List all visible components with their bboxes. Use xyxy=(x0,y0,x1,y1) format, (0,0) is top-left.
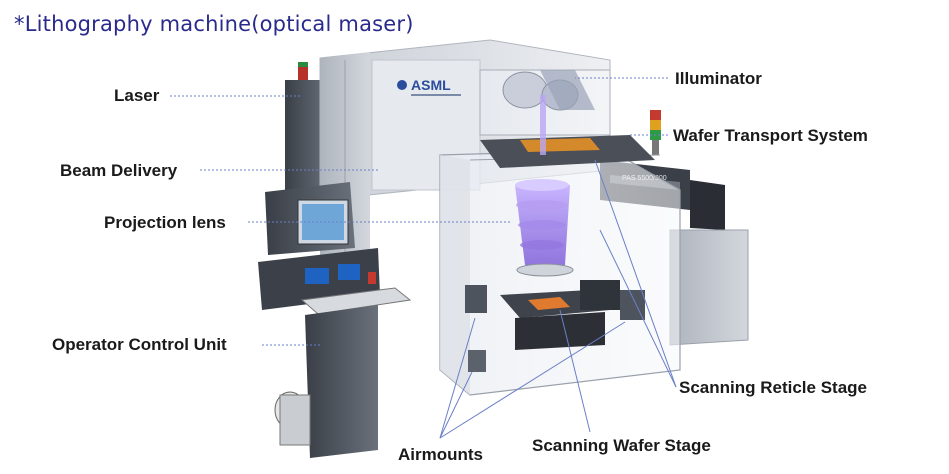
label-operator-control-unit: Operator Control Unit xyxy=(52,335,227,354)
leader-line-reticle-stage-2 xyxy=(599,229,677,388)
leader-line-airmount-2 xyxy=(439,321,626,439)
leader-line-reticle-stage xyxy=(594,159,677,388)
page-title: *Lithography machine(optical maser) xyxy=(14,12,414,36)
wafer-stage xyxy=(500,280,620,350)
label-projection-lens: Projection lens xyxy=(104,213,226,232)
label-scanning-wafer-stage: Scanning Wafer Stage xyxy=(532,436,711,455)
asml-logo: ASML xyxy=(397,77,461,96)
leader-line-airmount-1 xyxy=(439,317,476,439)
signal-tower xyxy=(650,110,661,155)
operator-console xyxy=(258,182,412,458)
label-illuminator: Illuminator xyxy=(675,69,762,88)
label-wafer-transport-system: Wafer Transport System xyxy=(673,126,868,145)
projection-lens-beam xyxy=(515,95,574,277)
label-airmounts: Airmounts xyxy=(398,445,483,464)
leader-line-wafer-stage xyxy=(559,309,591,433)
leader-line-airmount-3 xyxy=(439,371,473,439)
label-scanning-reticle-stage: Scanning Reticle Stage xyxy=(679,378,867,397)
asml-logo-text: ASML xyxy=(411,77,451,93)
label-laser: Laser xyxy=(114,86,160,105)
leader-lines xyxy=(170,77,677,439)
label-beam-delivery: Beam Delivery xyxy=(60,161,178,180)
